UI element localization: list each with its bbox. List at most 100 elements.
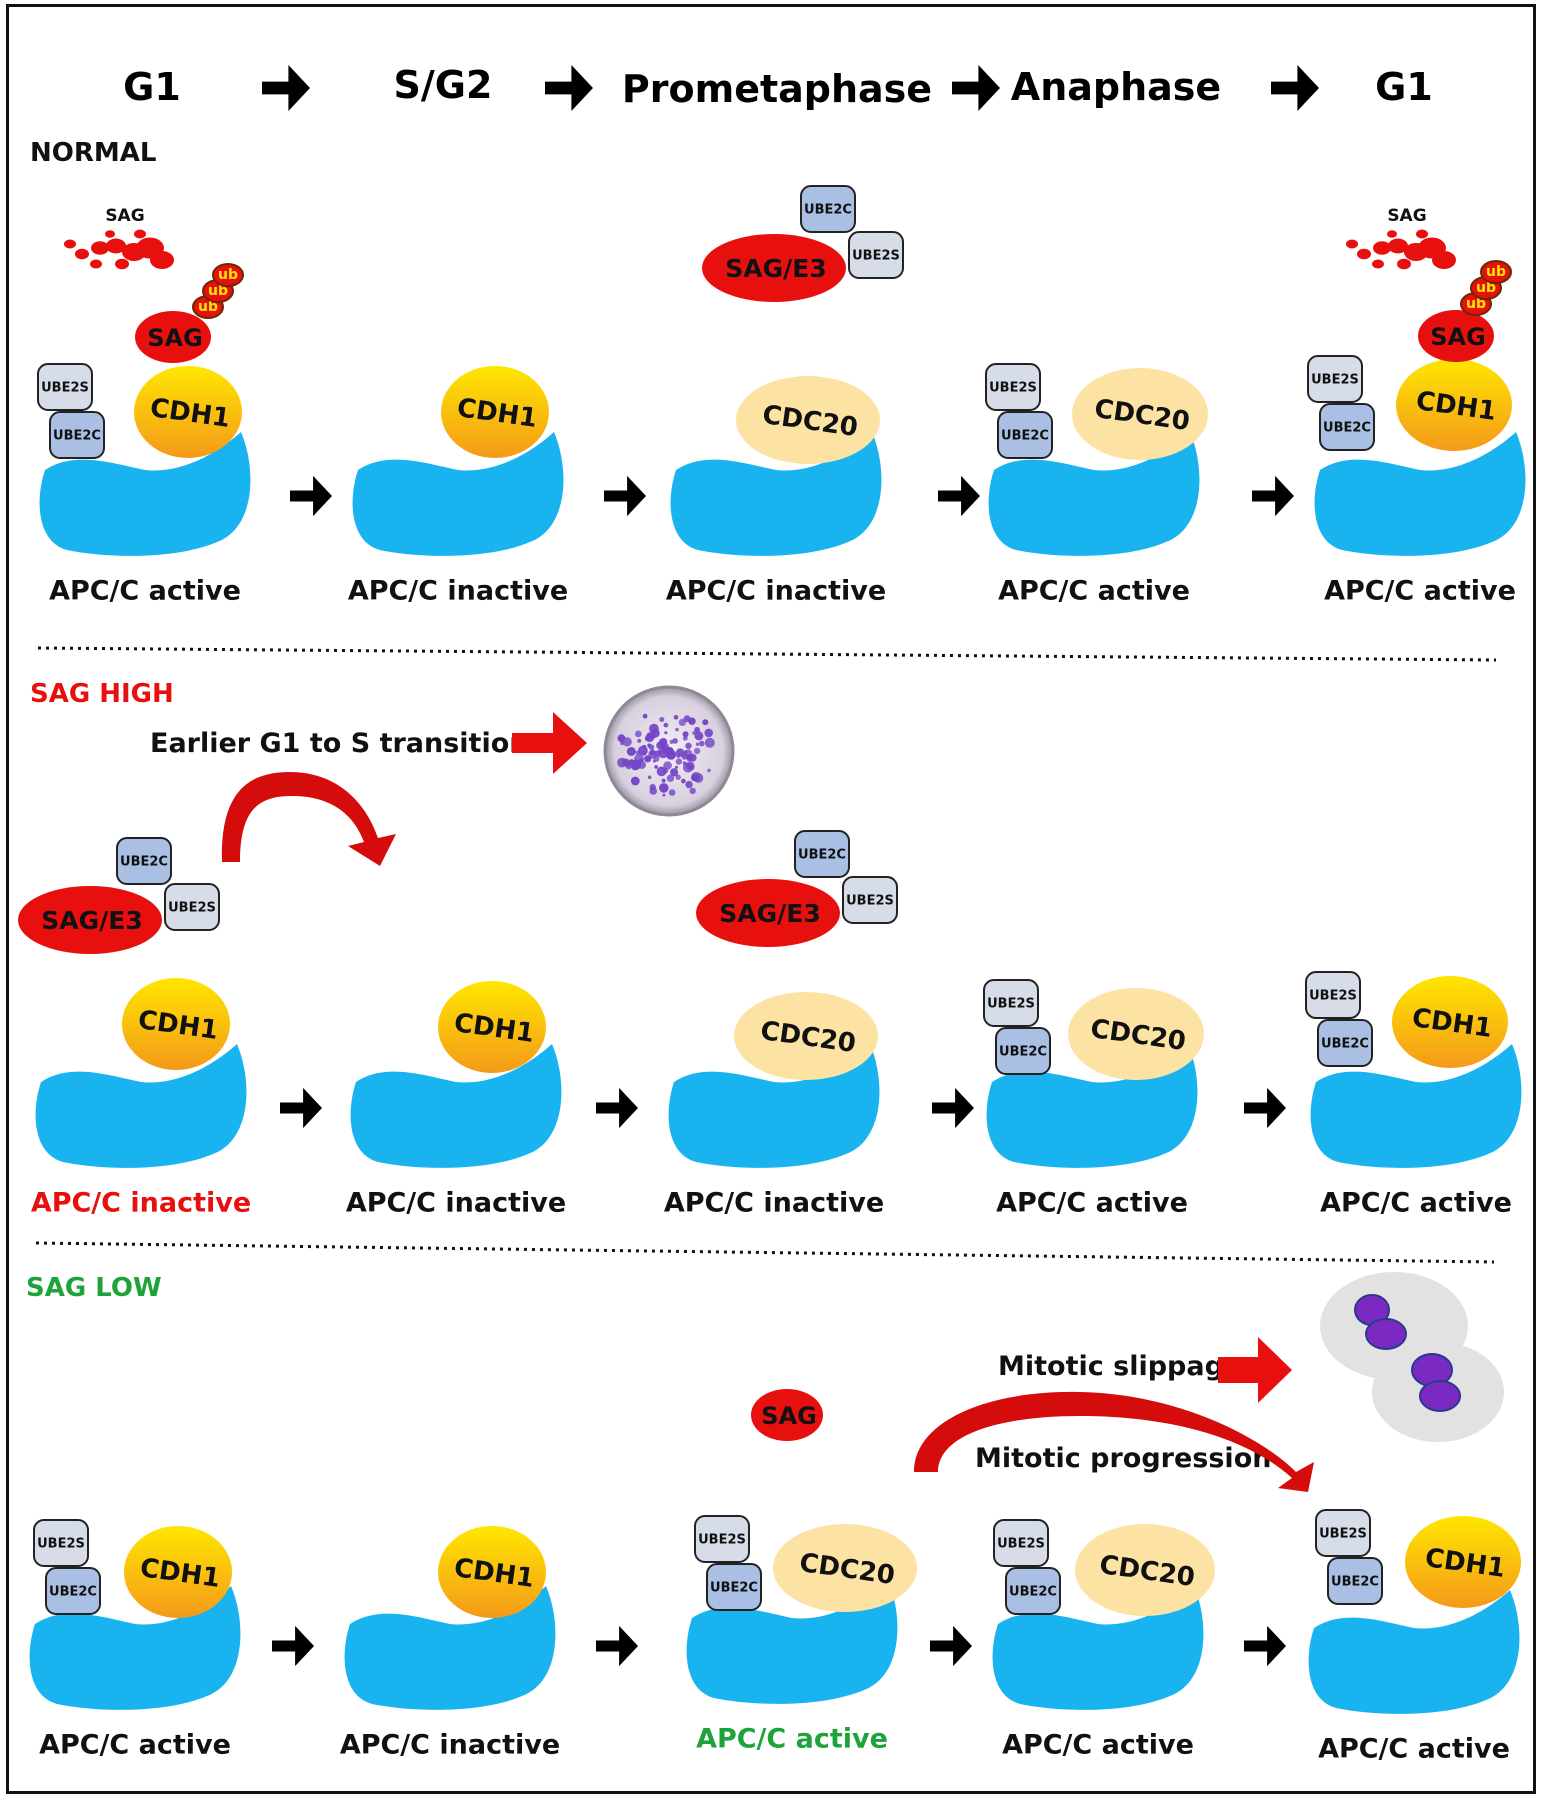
ube-label: UBE2C bbox=[120, 855, 168, 870]
ube-label: UBE2S bbox=[37, 1537, 85, 1552]
colony-dot bbox=[668, 789, 676, 796]
ube2s-box: UBE2S bbox=[1307, 355, 1363, 403]
apc-status-label: APC/C active bbox=[49, 576, 241, 607]
cdh1-shape bbox=[438, 981, 546, 1073]
ub-label: ub bbox=[198, 299, 218, 315]
ube2s-box: UBE2S bbox=[993, 1519, 1049, 1567]
cdc20: CDC20 bbox=[736, 376, 880, 464]
apc-body bbox=[350, 1044, 562, 1168]
apc-status-label: APC/C inactive bbox=[31, 1188, 251, 1219]
colony-dot bbox=[698, 740, 705, 747]
ube2s-box: UBE2S bbox=[37, 363, 93, 411]
apc-body bbox=[1314, 432, 1526, 556]
colony-dot bbox=[694, 731, 704, 741]
sag-fragment bbox=[90, 259, 102, 269]
apc-status-label: APC/C active bbox=[696, 1724, 888, 1755]
colony-dot bbox=[685, 780, 693, 789]
sag-shape bbox=[135, 311, 211, 363]
cdh1-shape bbox=[1396, 359, 1512, 451]
sag-fragment bbox=[1387, 230, 1397, 238]
colony-dot bbox=[674, 765, 679, 769]
sag-high-annotation: Earlier G1 to S transition bbox=[150, 685, 735, 866]
cdh1-shape bbox=[122, 978, 230, 1070]
cdh1: CDH1 bbox=[122, 978, 230, 1070]
ube-shape bbox=[1305, 971, 1361, 1019]
sag-e3-label: SAG/E3 bbox=[725, 254, 826, 283]
ube2s-box: UBE2S bbox=[848, 231, 904, 279]
colony-dot bbox=[688, 717, 696, 725]
cdh1-shape bbox=[1405, 1516, 1521, 1608]
phase-header: G1 S/G2 Prometaphase Anaphase G1 bbox=[123, 63, 1433, 112]
degraded-sag: SAG bbox=[1346, 206, 1456, 270]
ub-label: ub bbox=[1476, 280, 1496, 296]
ube-label: UBE2S bbox=[989, 381, 1037, 396]
colony-dot bbox=[662, 793, 666, 797]
figure-border bbox=[6, 4, 1536, 1794]
ub-shape bbox=[212, 263, 244, 287]
colony-dot bbox=[661, 778, 666, 783]
apc-status-label: APC/C active bbox=[1318, 1734, 1510, 1765]
cdc20: CDC20 bbox=[1075, 1524, 1215, 1616]
apc-complex: APC/C inactive bbox=[31, 1044, 251, 1219]
red-curved-arrow-icon bbox=[914, 1391, 1314, 1492]
apc-status-label: APC/C active bbox=[39, 1730, 231, 1761]
ube-shape bbox=[794, 830, 850, 878]
ube2s-box: UBE2S bbox=[842, 876, 898, 924]
ube-label: UBE2S bbox=[1311, 373, 1359, 388]
colony-dot bbox=[676, 753, 681, 758]
ube-shape bbox=[997, 411, 1053, 459]
colony-dot bbox=[675, 774, 681, 780]
apc-body bbox=[992, 1586, 1204, 1710]
ube-label: UBE2S bbox=[1309, 989, 1357, 1004]
ube-shape bbox=[33, 1519, 89, 1567]
phase-anaphase: Anaphase bbox=[1011, 65, 1221, 109]
colony-dot bbox=[663, 722, 669, 728]
phase-header-arrows bbox=[262, 64, 1319, 112]
cdh1-shape bbox=[441, 366, 549, 458]
sag-fragment bbox=[105, 230, 115, 238]
cdh1: CDH1 bbox=[124, 1526, 232, 1618]
colony-dot bbox=[694, 726, 700, 733]
apc-status-label: APC/C active bbox=[996, 1188, 1188, 1219]
colony-dots bbox=[617, 713, 715, 797]
ube-label: UBE2S bbox=[698, 1533, 746, 1548]
sag-fragment bbox=[115, 258, 129, 270]
cdh1: CDH1 bbox=[441, 366, 549, 458]
arrow-right-icon bbox=[930, 1625, 972, 1667]
arrow-right-icon bbox=[290, 475, 332, 517]
ube-shape bbox=[694, 1515, 750, 1563]
apc-body bbox=[35, 1044, 247, 1168]
separator-normal-high bbox=[37, 646, 1497, 662]
ube-shape bbox=[1319, 403, 1375, 451]
multinucleated-cells-icon bbox=[1320, 1272, 1504, 1442]
ube-shape bbox=[706, 1563, 762, 1611]
colony-dot bbox=[638, 745, 648, 756]
cdc20: CDC20 bbox=[734, 992, 878, 1080]
red-curved-arrow-icon bbox=[221, 772, 396, 866]
phase-g1-start: G1 bbox=[123, 65, 181, 109]
colony-dot bbox=[672, 738, 678, 744]
apc-complex: APC/C active bbox=[1314, 432, 1526, 607]
apc-status-label: APC/C inactive bbox=[664, 1188, 884, 1219]
apc-body bbox=[352, 432, 564, 556]
sag-e3-shape bbox=[696, 879, 840, 947]
colony-dot bbox=[704, 737, 715, 748]
sag: SAG bbox=[135, 311, 211, 363]
colony-dot bbox=[647, 775, 652, 780]
ube-shape bbox=[800, 185, 856, 233]
colony-dot bbox=[654, 765, 658, 769]
sag-e3-label: SAG/E3 bbox=[41, 906, 142, 935]
colony-dot bbox=[649, 784, 656, 791]
ube2c-box: UBE2C bbox=[800, 185, 856, 233]
ube2c-box: UBE2C bbox=[49, 411, 105, 459]
colony-dot bbox=[675, 758, 683, 765]
cdh1: CDH1 bbox=[438, 1526, 546, 1618]
colony-dot bbox=[630, 776, 640, 786]
ube-label: UBE2S bbox=[987, 997, 1035, 1012]
apc-complex: APC/C active bbox=[992, 1586, 1204, 1761]
ube2s-box: UBE2S bbox=[694, 1515, 750, 1563]
